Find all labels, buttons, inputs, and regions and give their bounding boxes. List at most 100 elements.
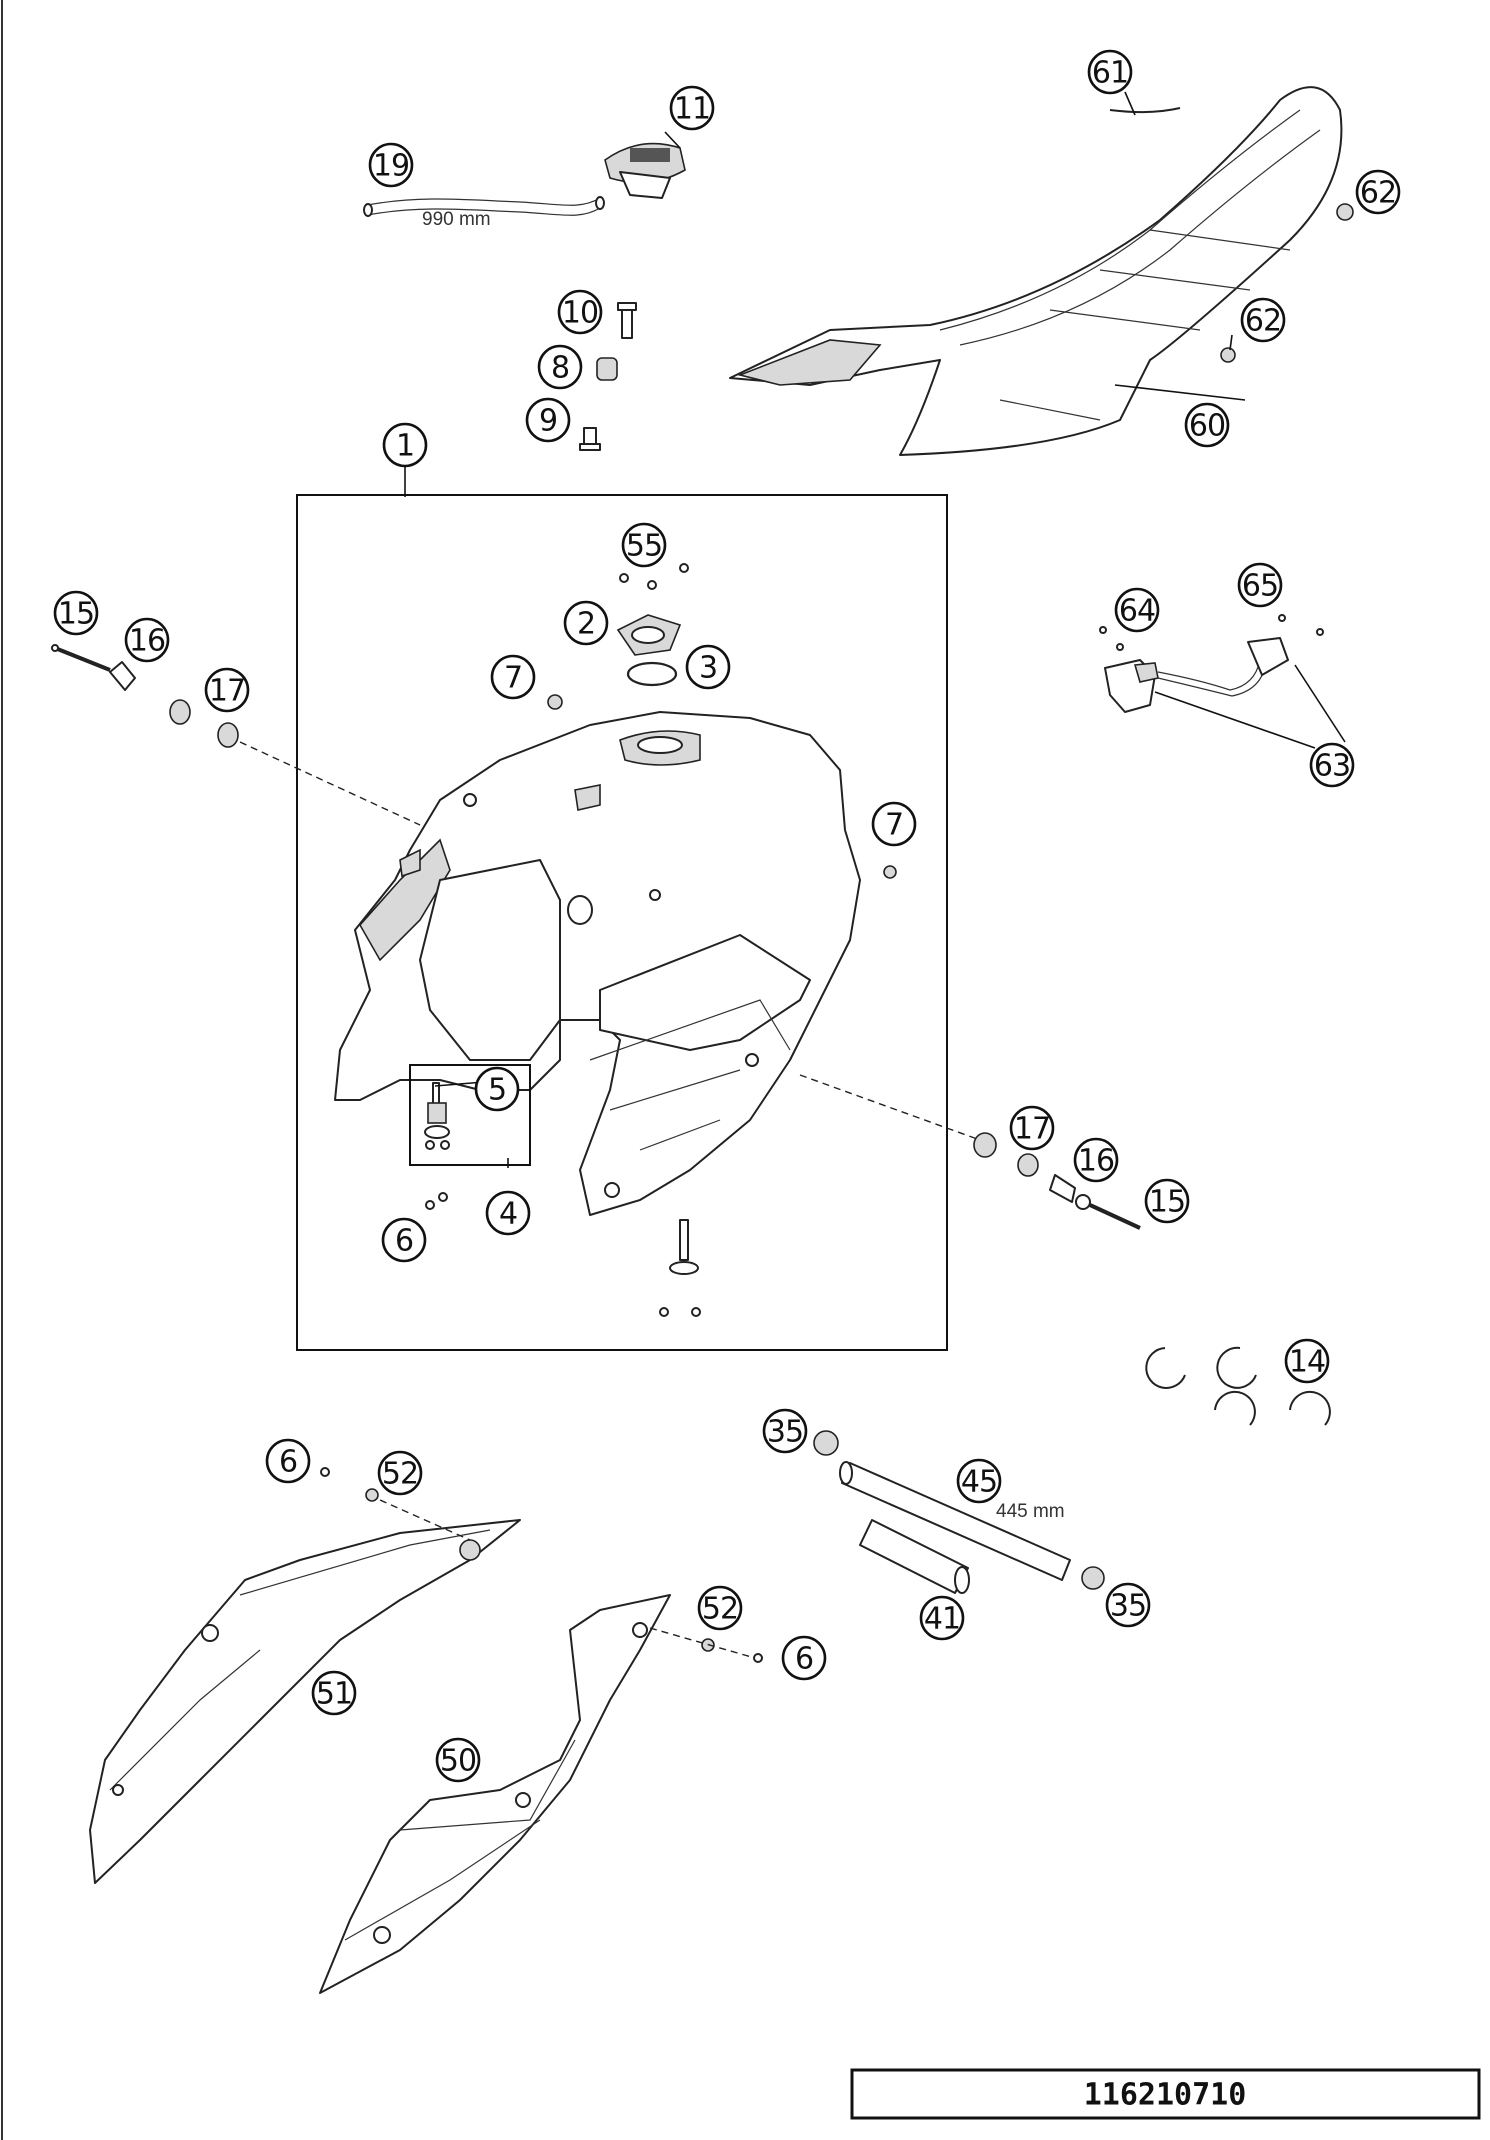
callout-number: 14 [1289,1345,1325,1380]
callout-number: 19 [373,149,409,184]
screw-6-right [753,1653,763,1663]
callout-number: 35 [767,1415,803,1450]
valve-box-4 [409,1064,531,1166]
callout-circle [669,85,715,131]
callout-7: 7 [871,801,917,847]
callout-circle [1184,402,1230,448]
fuel-tap-lower [659,1219,701,1317]
callout-number: 6 [795,1642,813,1677]
callout-19: 19 [368,142,414,188]
callout-circle [485,1190,531,1236]
rivet-9 [579,427,601,451]
leader-lines [404,91,1346,1168]
callout-number: 6 [395,1224,413,1259]
callout-8: 8 [537,344,583,390]
callout-circle [1144,1178,1190,1224]
callout-52: 52 [377,1450,423,1496]
callout-number: 17 [209,674,245,709]
callout-circle [490,654,536,700]
callout-number: 3 [699,651,717,686]
fuel-tap-5 [424,1082,450,1150]
callout-number: 50 [440,1744,476,1779]
callout-circle [1114,587,1160,633]
clip-14-c [1214,1390,1256,1426]
callout-6: 6 [781,1635,827,1681]
callout-circle [525,397,571,443]
callout-61: 61 [1087,49,1133,95]
callout-2: 2 [563,600,609,646]
callout-circle [435,1737,481,1783]
callout-6: 6 [381,1217,427,1263]
callout-circle [762,1408,808,1454]
nut-7-right [883,865,897,879]
callout-52: 52 [697,1585,743,1631]
callout-number: 55 [626,529,662,564]
callout-17: 17 [204,667,250,713]
callout-number: 51 [316,1677,352,1712]
reference-number-box: 116210710 [850,2068,1481,2120]
o-ring-3 [626,661,678,687]
callout-number: 5 [488,1073,506,1108]
callout-circle [368,142,414,188]
spacer-8 [596,357,618,381]
callout-circle [1309,742,1355,788]
callout-60: 60 [1184,402,1230,448]
callout-circle [381,1217,427,1263]
callout-number: 35 [1110,1589,1146,1624]
callout-16: 16 [124,617,170,663]
side-cover-51 [89,1519,521,1884]
callout-number: 61 [1092,56,1128,91]
grommet-62-lower [1220,347,1236,363]
screw-55-group [619,563,689,590]
nut-7-upper [547,694,563,710]
bracket-63 [1104,637,1289,713]
rubber-17-right-2 [1017,1153,1039,1177]
hose-45 [839,1461,1071,1581]
clip-14-a [1145,1347,1186,1389]
fuel-cap-11 [604,142,686,199]
callout-35: 35 [1105,1582,1151,1628]
reference-number: 116210710 [1084,2078,1247,2113]
side-cover-50 [319,1594,671,1994]
mount-line-51 [379,1499,471,1541]
callout-45: 45 [956,1458,1002,1504]
callout-number: 52 [382,1457,418,1492]
callout-number: 15 [58,597,94,632]
screw-65 [1278,614,1324,636]
hose-41 [859,1519,970,1594]
callout-4: 4 [485,1190,531,1236]
clamp-35-lower [1081,1566,1105,1590]
callout-circle [1240,297,1286,343]
callout-circle [537,344,583,390]
callout-55: 55 [621,522,667,568]
callout-number: 7 [885,808,903,843]
callout-51: 51 [311,1670,357,1716]
callout-35: 35 [762,1408,808,1454]
callout-number: 63 [1314,749,1350,784]
callout-number: 15 [1149,1185,1185,1220]
callout-circle [1237,562,1283,608]
rubber-17-left-1 [169,699,191,725]
hose-45-length: 445 mm [996,1501,1065,1522]
seat-60-61 [729,86,1343,456]
mount-line-50 [649,1627,756,1659]
clip-14-b [1216,1346,1257,1389]
screw-6-left [320,1467,330,1477]
clip-14-d [1289,1390,1331,1426]
callout-11: 11 [669,85,715,131]
callout-3: 3 [685,644,731,690]
callout-circle [956,1458,1002,1504]
callout-circle [621,522,667,568]
callout-10: 10 [557,289,603,335]
rubber-17-right-1 [973,1132,997,1158]
callout-14: 14 [1284,1338,1330,1384]
callout-number: 62 [1360,176,1396,211]
callout-circle [1009,1105,1055,1151]
callout-circle [557,289,603,335]
callout-circle [377,1450,423,1496]
callout-circle [563,600,609,646]
callout-circle [311,1670,357,1716]
callout-number: 8 [551,351,569,386]
